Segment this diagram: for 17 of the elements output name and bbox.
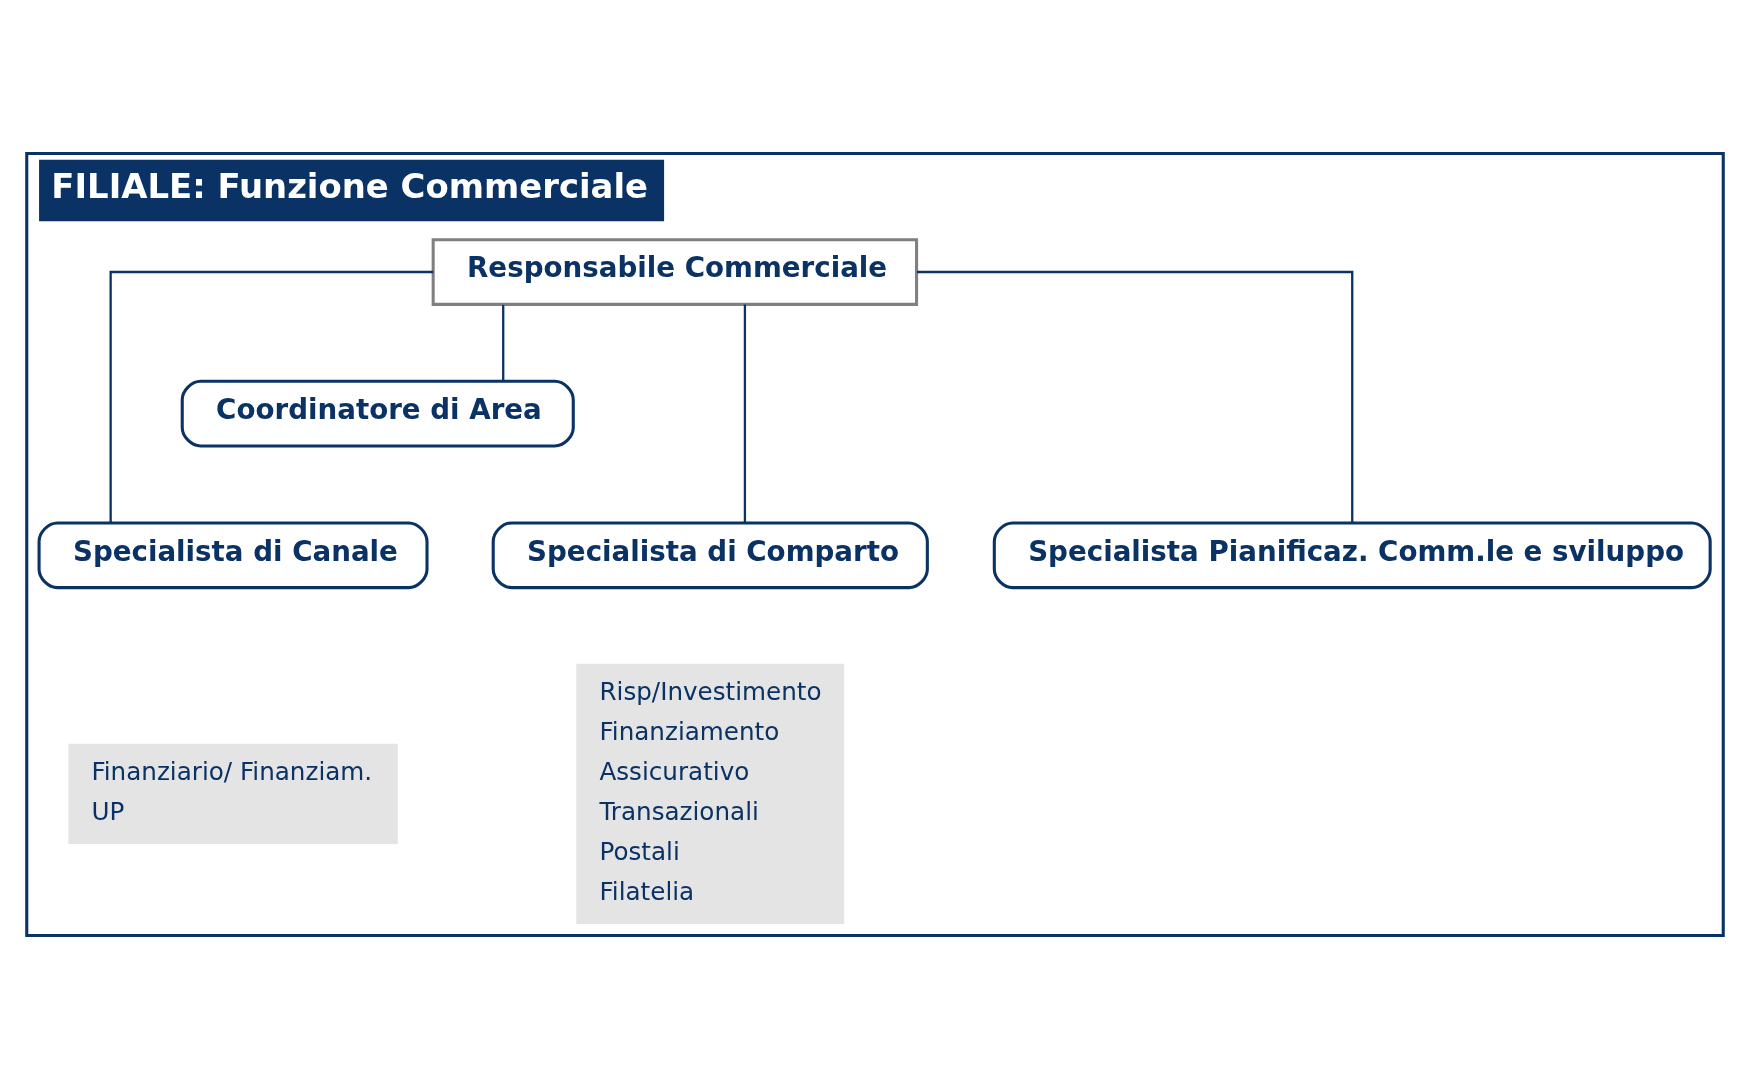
- node-box: Specialista di Canale: [37, 520, 429, 589]
- node-box: Specialista Pianificaz. Comm.le e sviluppo: [992, 520, 1712, 589]
- node-box: Coordinatore di Area: [180, 379, 575, 447]
- node-label: Postali: [599, 836, 680, 866]
- node-box: Responsabile Commerciale: [431, 237, 919, 306]
- connector: [743, 304, 747, 523]
- node-label: Risp/Investimento: [599, 676, 822, 706]
- node-label: Filatelia: [599, 876, 695, 906]
- node-label: Assicurativo: [599, 756, 750, 786]
- connector: [502, 304, 505, 381]
- connector: [109, 270, 434, 523]
- connector: [917, 270, 1354, 523]
- node-label: Finanziamento: [599, 716, 780, 746]
- node-label: Transazionali: [599, 796, 759, 826]
- node-label: Finanziario/ Finanziam.: [91, 756, 373, 786]
- node-box: Specialista di Comparto: [491, 520, 929, 589]
- node-label: UP: [91, 796, 125, 826]
